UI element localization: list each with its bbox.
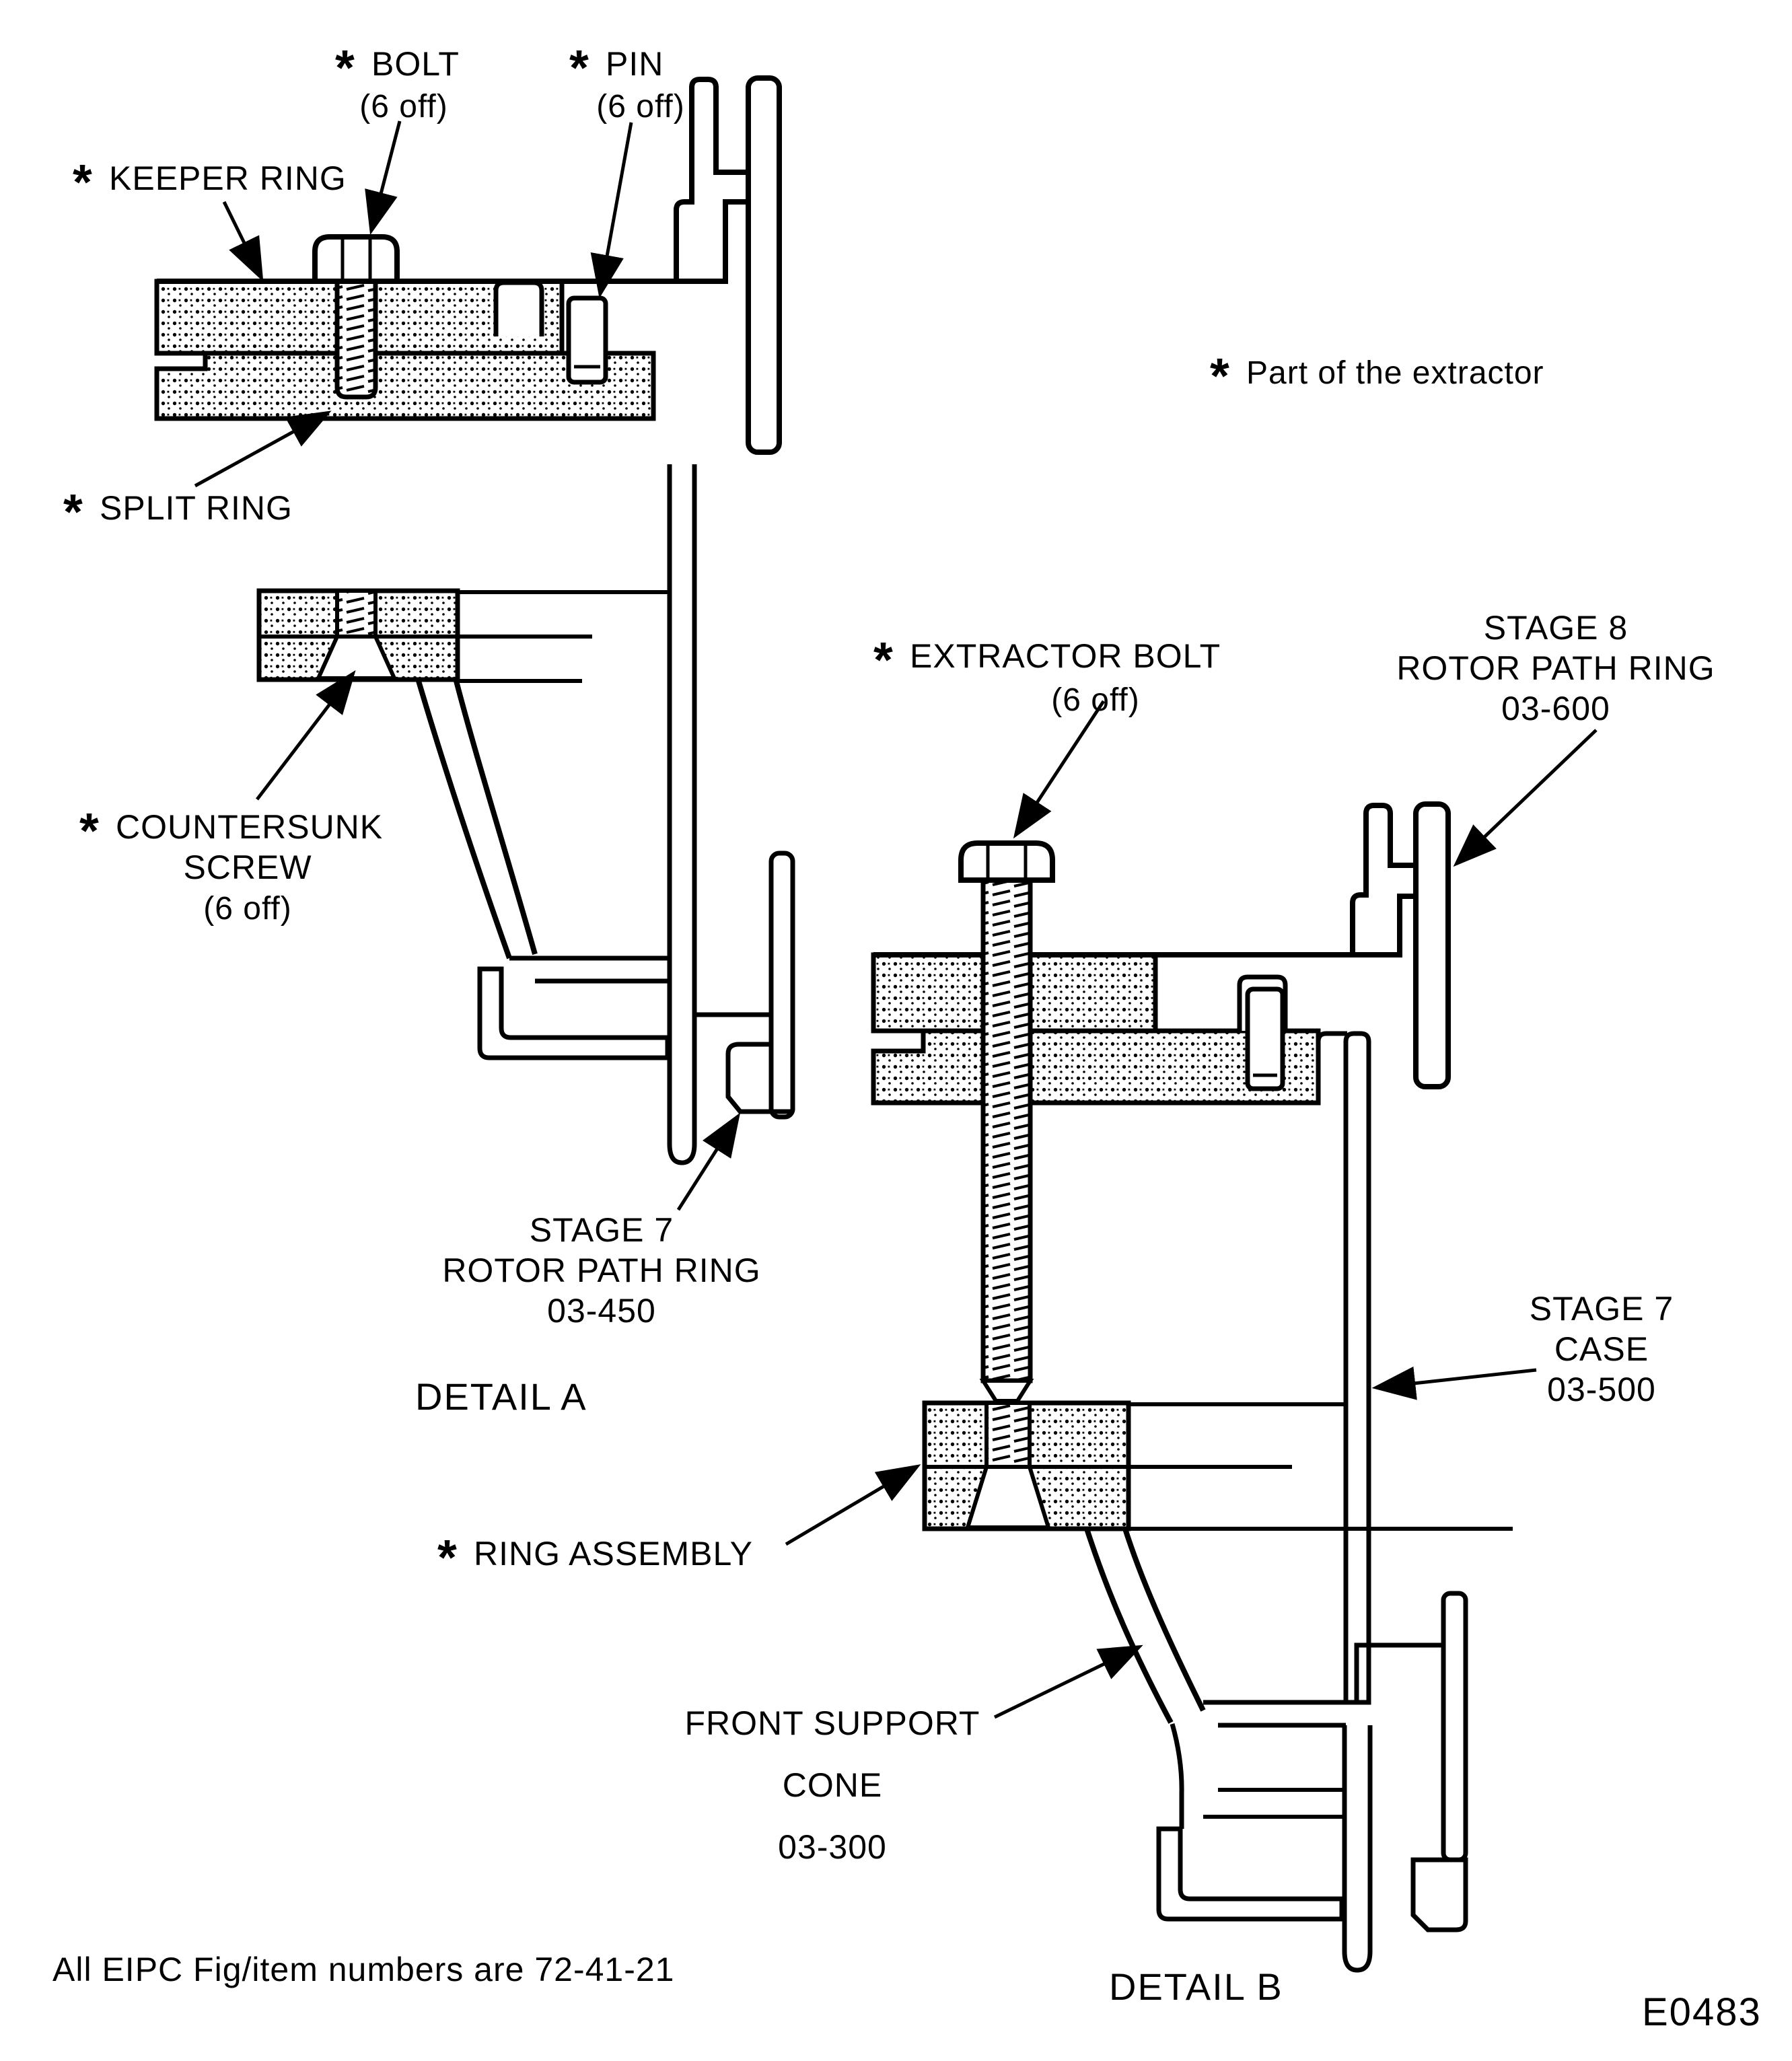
front-support-cone-leader bbox=[993, 1644, 1143, 1719]
stage8-label-1: STAGE 8 bbox=[1484, 609, 1628, 647]
pin-bracket bbox=[493, 280, 544, 336]
countersunk-screw-head bbox=[315, 635, 398, 680]
note-asterisk-icon: * bbox=[1210, 348, 1229, 404]
keeper-ring-asterisk-icon: * bbox=[73, 154, 92, 210]
bolt-shank bbox=[334, 279, 378, 400]
stage7-case-label-3: 03-500 bbox=[1547, 1371, 1656, 1408]
pin-leader bbox=[590, 122, 633, 299]
stage7-rpr-label-1: STAGE 7 bbox=[530, 1211, 674, 1249]
front-support-cone-label-1: FRONT SUPPORT bbox=[685, 1704, 980, 1742]
extractor-bolt-label: EXTRACTOR BOLT bbox=[910, 637, 1221, 675]
detail-b-drawing bbox=[871, 801, 1513, 1973]
ring-assembly-asterisk-icon: * bbox=[437, 1529, 457, 1585]
pin-asterisk-icon: * bbox=[569, 40, 589, 96]
flange-l-bracket-b bbox=[1156, 1826, 1345, 1922]
footer-note: All EIPC Fig/item numbers are 72-41-21 bbox=[52, 1951, 674, 1988]
labels: * BOLT (6 off) * PIN (6 off) * KEEPER RI… bbox=[52, 40, 1762, 2034]
front-support-cone-foot bbox=[1170, 1723, 1184, 1829]
pin-label: PIN bbox=[606, 45, 664, 83]
bolt-head bbox=[312, 234, 400, 284]
rotor-path-ring-lower-plate bbox=[768, 851, 795, 1120]
leader-arrows bbox=[194, 120, 1598, 1719]
pin-qty: (6 off) bbox=[596, 89, 685, 124]
inner-wall bbox=[667, 464, 697, 1165]
split-ring-leader bbox=[194, 410, 332, 488]
case-wall bbox=[1343, 1031, 1371, 1705]
countersunk-label-2: SCREW bbox=[183, 848, 312, 886]
detail-a-caption: DETAIL A bbox=[415, 1375, 587, 1418]
stage7-ring-foot-b bbox=[1410, 1857, 1468, 1932]
countersunk-asterisk-icon: * bbox=[79, 803, 99, 859]
stage8-label-3: 03-600 bbox=[1501, 690, 1610, 727]
stage7-rpr-leader bbox=[676, 1112, 741, 1211]
detail-b-caption: DETAIL B bbox=[1109, 1965, 1283, 2008]
extractor-bolt-asterisk-icon: * bbox=[873, 632, 893, 688]
countersunk-leader bbox=[256, 670, 356, 801]
split-ring-label: SPLIT RING bbox=[100, 489, 293, 527]
extractor-note: Part of the extractor bbox=[1246, 355, 1544, 391]
rotor-path-ring-foot bbox=[725, 1042, 774, 1114]
detail-a-drawing bbox=[154, 75, 795, 1165]
front-support-cone-inner bbox=[1122, 1527, 1206, 1712]
extractor-bolt-shank bbox=[980, 877, 1033, 1383]
figure-code: E0483 bbox=[1642, 1990, 1762, 2034]
stage7-case-leader bbox=[1371, 1366, 1537, 1400]
ring-assembly-threads-b bbox=[984, 1401, 1032, 1469]
countersunk-screw-threads bbox=[335, 589, 378, 639]
stage8-ring-fork bbox=[1350, 803, 1419, 957]
front-support-cone-label-3: 03-300 bbox=[778, 1828, 887, 1866]
countersink-b bbox=[964, 1465, 1052, 1529]
inner-leg-b bbox=[1342, 1725, 1373, 1973]
keeper-ring-leader bbox=[222, 201, 264, 282]
stage7-ring-lower-plate-b bbox=[1441, 1591, 1468, 1863]
front-support-cone-label-2: CONE bbox=[783, 1766, 882, 1804]
bolt-leader bbox=[365, 120, 402, 236]
stage8-leader bbox=[1453, 729, 1598, 867]
pin bbox=[566, 295, 608, 385]
split-ring-section bbox=[154, 351, 656, 421]
bolt-qty: (6 off) bbox=[359, 89, 448, 124]
ring-assembly-leader bbox=[785, 1464, 921, 1546]
front-support-cone-outer bbox=[1084, 1527, 1174, 1724]
extractor-bolt-head bbox=[958, 840, 1055, 883]
stage8-label-2: ROTOR PATH RING bbox=[1396, 649, 1715, 687]
extractor-bolt-tip bbox=[979, 1379, 1034, 1403]
case-lip bbox=[1316, 1031, 1347, 1103]
cone-inner-wall bbox=[454, 680, 538, 955]
stage7-case-label-2: CASE bbox=[1554, 1330, 1649, 1368]
ring-assembly-label: RING ASSEMBLY bbox=[474, 1535, 753, 1572]
pin-b bbox=[1245, 986, 1285, 1091]
split-ring-asterisk-icon: * bbox=[63, 484, 83, 540]
stage7-case-label-1: STAGE 7 bbox=[1530, 1290, 1674, 1328]
stage7-rpr-label-2: ROTOR PATH RING bbox=[442, 1252, 760, 1289]
flange-step bbox=[683, 958, 771, 1017]
rotor-path-ring-fork bbox=[674, 77, 751, 284]
countersunk-qty: (6 off) bbox=[203, 891, 292, 927]
countersunk-label-1: COUNTERSUNK bbox=[116, 808, 383, 846]
extractor-bolt-qty: (6 off) bbox=[1051, 682, 1140, 718]
flange-step-b bbox=[1354, 1642, 1443, 1702]
keeper-ring-label: KEEPER RING bbox=[109, 159, 347, 197]
rotor-path-ring-plate bbox=[746, 75, 782, 455]
bolt-label: BOLT bbox=[371, 45, 460, 83]
extractor-bolt-leader bbox=[1013, 700, 1106, 839]
bolt-asterisk-icon: * bbox=[335, 40, 355, 96]
stage8-ring-plate bbox=[1413, 801, 1451, 1089]
cone-outer-wall bbox=[416, 680, 512, 960]
stage7-rpr-label-3: 03-450 bbox=[547, 1292, 656, 1330]
